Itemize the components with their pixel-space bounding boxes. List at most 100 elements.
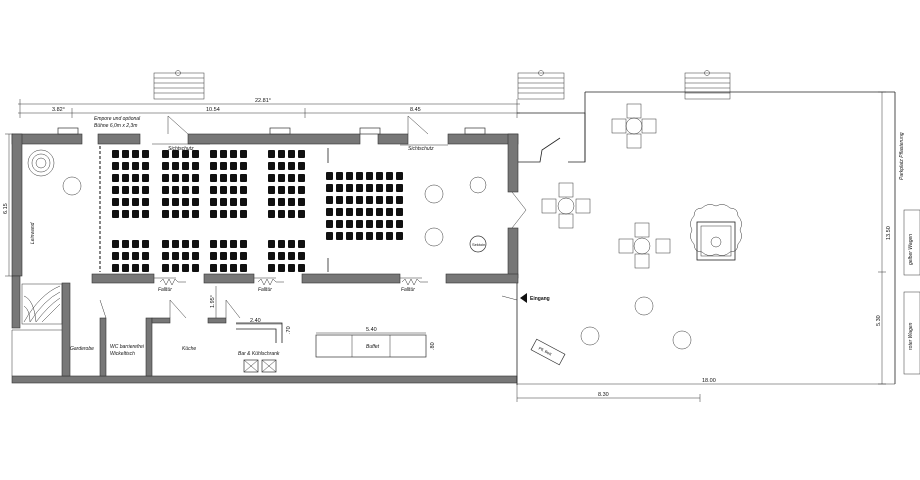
chair — [210, 186, 217, 194]
chair — [142, 186, 149, 194]
chair — [278, 174, 285, 182]
roof-canopy-right — [684, 70, 731, 100]
chair — [288, 162, 295, 170]
building-walls — [11, 127, 519, 384]
roof-canopy-middle — [517, 70, 565, 100]
dim-2-40: 2.40 — [250, 318, 261, 324]
chair — [278, 252, 285, 260]
chair — [230, 240, 237, 248]
chair — [376, 208, 383, 216]
chair — [182, 198, 189, 206]
chair — [298, 174, 305, 182]
chair — [288, 198, 295, 206]
label-parkplatz: Parkplatz Pflasterung — [899, 132, 905, 180]
table-cluster-2 — [541, 182, 591, 229]
table-cluster-3 — [618, 222, 671, 269]
chair — [162, 240, 169, 248]
chair — [268, 198, 275, 206]
chair — [210, 174, 217, 182]
chair — [112, 240, 119, 248]
chair — [240, 240, 247, 248]
label-kueche: Küche — [182, 346, 196, 352]
dim-3-82: 3.82° — [52, 107, 65, 113]
chair — [240, 210, 247, 218]
chair — [112, 210, 119, 218]
dim-0-70: .70 — [286, 326, 292, 334]
chair — [192, 264, 199, 272]
chair — [268, 264, 275, 272]
chair — [162, 150, 169, 158]
chair — [182, 174, 189, 182]
top-dimensions: 22.81° 3.82° 10.54 8.45 — [18, 98, 520, 118]
chair — [112, 174, 119, 182]
chair — [288, 210, 295, 218]
chair — [386, 232, 393, 240]
roof-canopy-left — [153, 70, 205, 100]
chair — [162, 198, 169, 206]
label-leinwand: Leinwand — [30, 222, 36, 244]
chair — [142, 150, 149, 158]
chair — [336, 220, 343, 228]
chair-rows — [112, 150, 403, 272]
chair — [298, 210, 305, 218]
chair — [182, 150, 189, 158]
chair — [396, 220, 403, 228]
chair — [210, 162, 217, 170]
chair — [268, 240, 275, 248]
chair — [122, 174, 129, 182]
chair — [346, 172, 353, 180]
doors — [99, 115, 527, 319]
chair — [192, 186, 199, 194]
chair — [386, 184, 393, 192]
dim-18-00: 18.00 — [702, 378, 716, 384]
chair — [182, 186, 189, 194]
chair — [366, 172, 373, 180]
chair — [386, 208, 393, 216]
chair — [278, 264, 285, 272]
chair — [356, 172, 363, 180]
hall-interior — [27, 143, 487, 272]
chair — [336, 172, 343, 180]
emergency-doors: Falltür Falltür Falltür — [158, 278, 428, 293]
chair — [240, 198, 247, 206]
chair — [366, 184, 373, 192]
label-bar: Bar & Kühlschrank — [238, 351, 280, 357]
chair — [278, 186, 285, 194]
chair — [336, 208, 343, 216]
chair — [346, 208, 353, 216]
entrance: Eingang — [520, 293, 550, 303]
chair — [210, 240, 217, 248]
chair — [162, 252, 169, 260]
dim-10-54: 10.54 — [206, 107, 220, 113]
dim-0-80: .80 — [430, 342, 436, 350]
dim-1-95: 1.95° — [210, 295, 216, 308]
chair — [132, 240, 139, 248]
chair — [142, 252, 149, 260]
label-fluchttuer-1: Falltür — [158, 287, 172, 293]
chair — [386, 172, 393, 180]
chair — [366, 220, 373, 228]
chair — [240, 186, 247, 194]
chair — [298, 162, 305, 170]
chair — [298, 150, 305, 158]
chair — [162, 174, 169, 182]
chair — [162, 162, 169, 170]
chair — [278, 240, 285, 248]
chair — [210, 210, 217, 218]
chair — [172, 252, 179, 260]
chair — [288, 252, 295, 260]
chair — [376, 220, 383, 228]
chair — [122, 162, 129, 170]
dim-8-45: 8.45 — [410, 107, 421, 113]
chair — [278, 210, 285, 218]
chair — [336, 196, 343, 204]
chair — [230, 150, 237, 158]
chair — [240, 174, 247, 182]
chair — [396, 208, 403, 216]
chair — [220, 210, 227, 218]
chair — [132, 264, 139, 272]
chair — [192, 162, 199, 170]
chair — [122, 198, 129, 206]
chair — [298, 198, 305, 206]
